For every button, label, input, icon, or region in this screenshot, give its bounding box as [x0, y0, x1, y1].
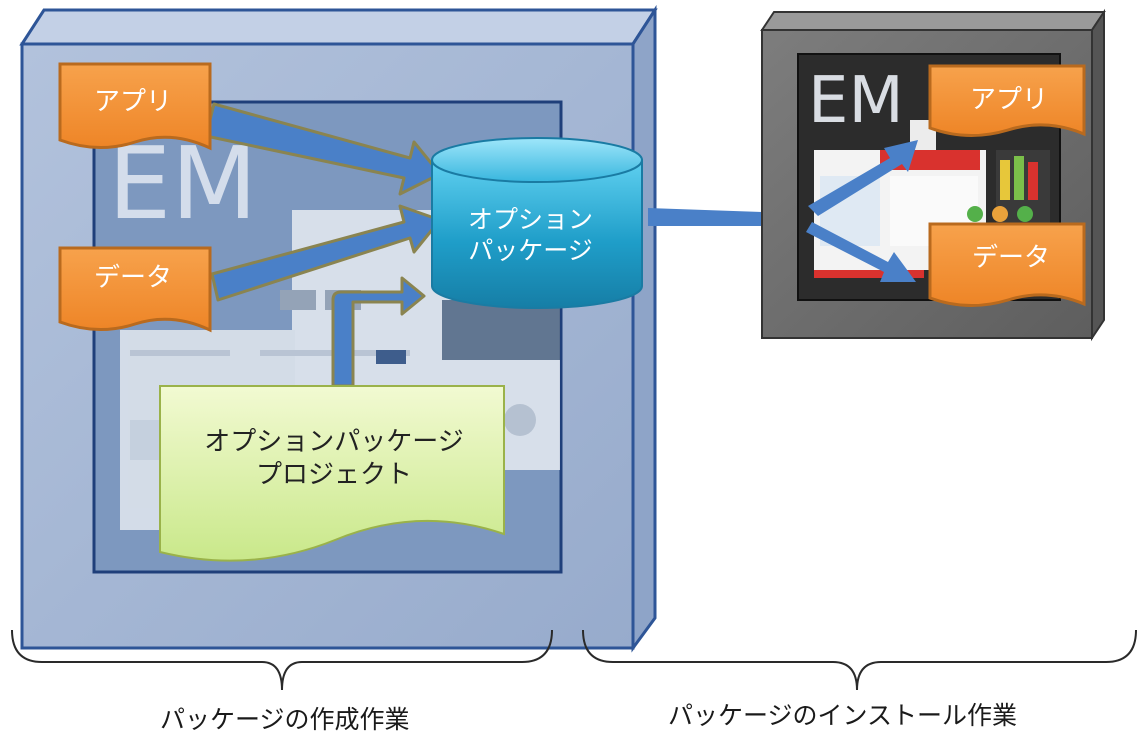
left-panel-top-face	[19, 8, 658, 46]
project-note	[159, 385, 505, 562]
device-arrow-to-app	[808, 140, 918, 216]
arrow-project-to-package	[331, 276, 426, 388]
right-app-label: アプリ	[970, 85, 1049, 115]
right-data-label: データ	[972, 243, 1051, 273]
left-panel-side-face	[631, 4, 657, 653]
device-side-face	[1091, 8, 1105, 342]
project-note-label: オプションパッケージ プロジェクト	[192, 426, 476, 491]
arrow-app-to-package	[204, 102, 442, 196]
device-arrow-to-data	[806, 222, 916, 282]
left-screen-logo: EM	[108, 125, 257, 242]
project-note-line1: オプションパッケージ	[204, 427, 464, 457]
left-data-item	[58, 246, 212, 333]
create-stage-label: パッケージの作成作業	[160, 705, 410, 734]
install-stage-label: パッケージのインストール作業	[668, 701, 1018, 730]
package-cylinder-line1: オプション	[468, 205, 594, 234]
right-data-item	[928, 222, 1086, 308]
right-app-item	[928, 64, 1086, 138]
left-app-item	[58, 62, 212, 151]
device-screen-logo: EM	[808, 64, 904, 138]
package-cylinder-label: オプション パッケージ	[468, 204, 593, 267]
create-bracket	[11, 629, 553, 691]
left-data-label: データ	[94, 263, 173, 293]
left-app-label: アプリ	[94, 87, 173, 117]
right-device: EM	[760, 8, 1106, 342]
install-bracket	[582, 629, 1137, 691]
project-note-line2: プロジェクト	[255, 459, 412, 490]
package-cylinder	[431, 137, 643, 309]
device-top-face	[760, 11, 1106, 31]
package-cylinder-line2: パッケージ	[468, 236, 593, 266]
arrow-data-to-package	[210, 204, 442, 302]
